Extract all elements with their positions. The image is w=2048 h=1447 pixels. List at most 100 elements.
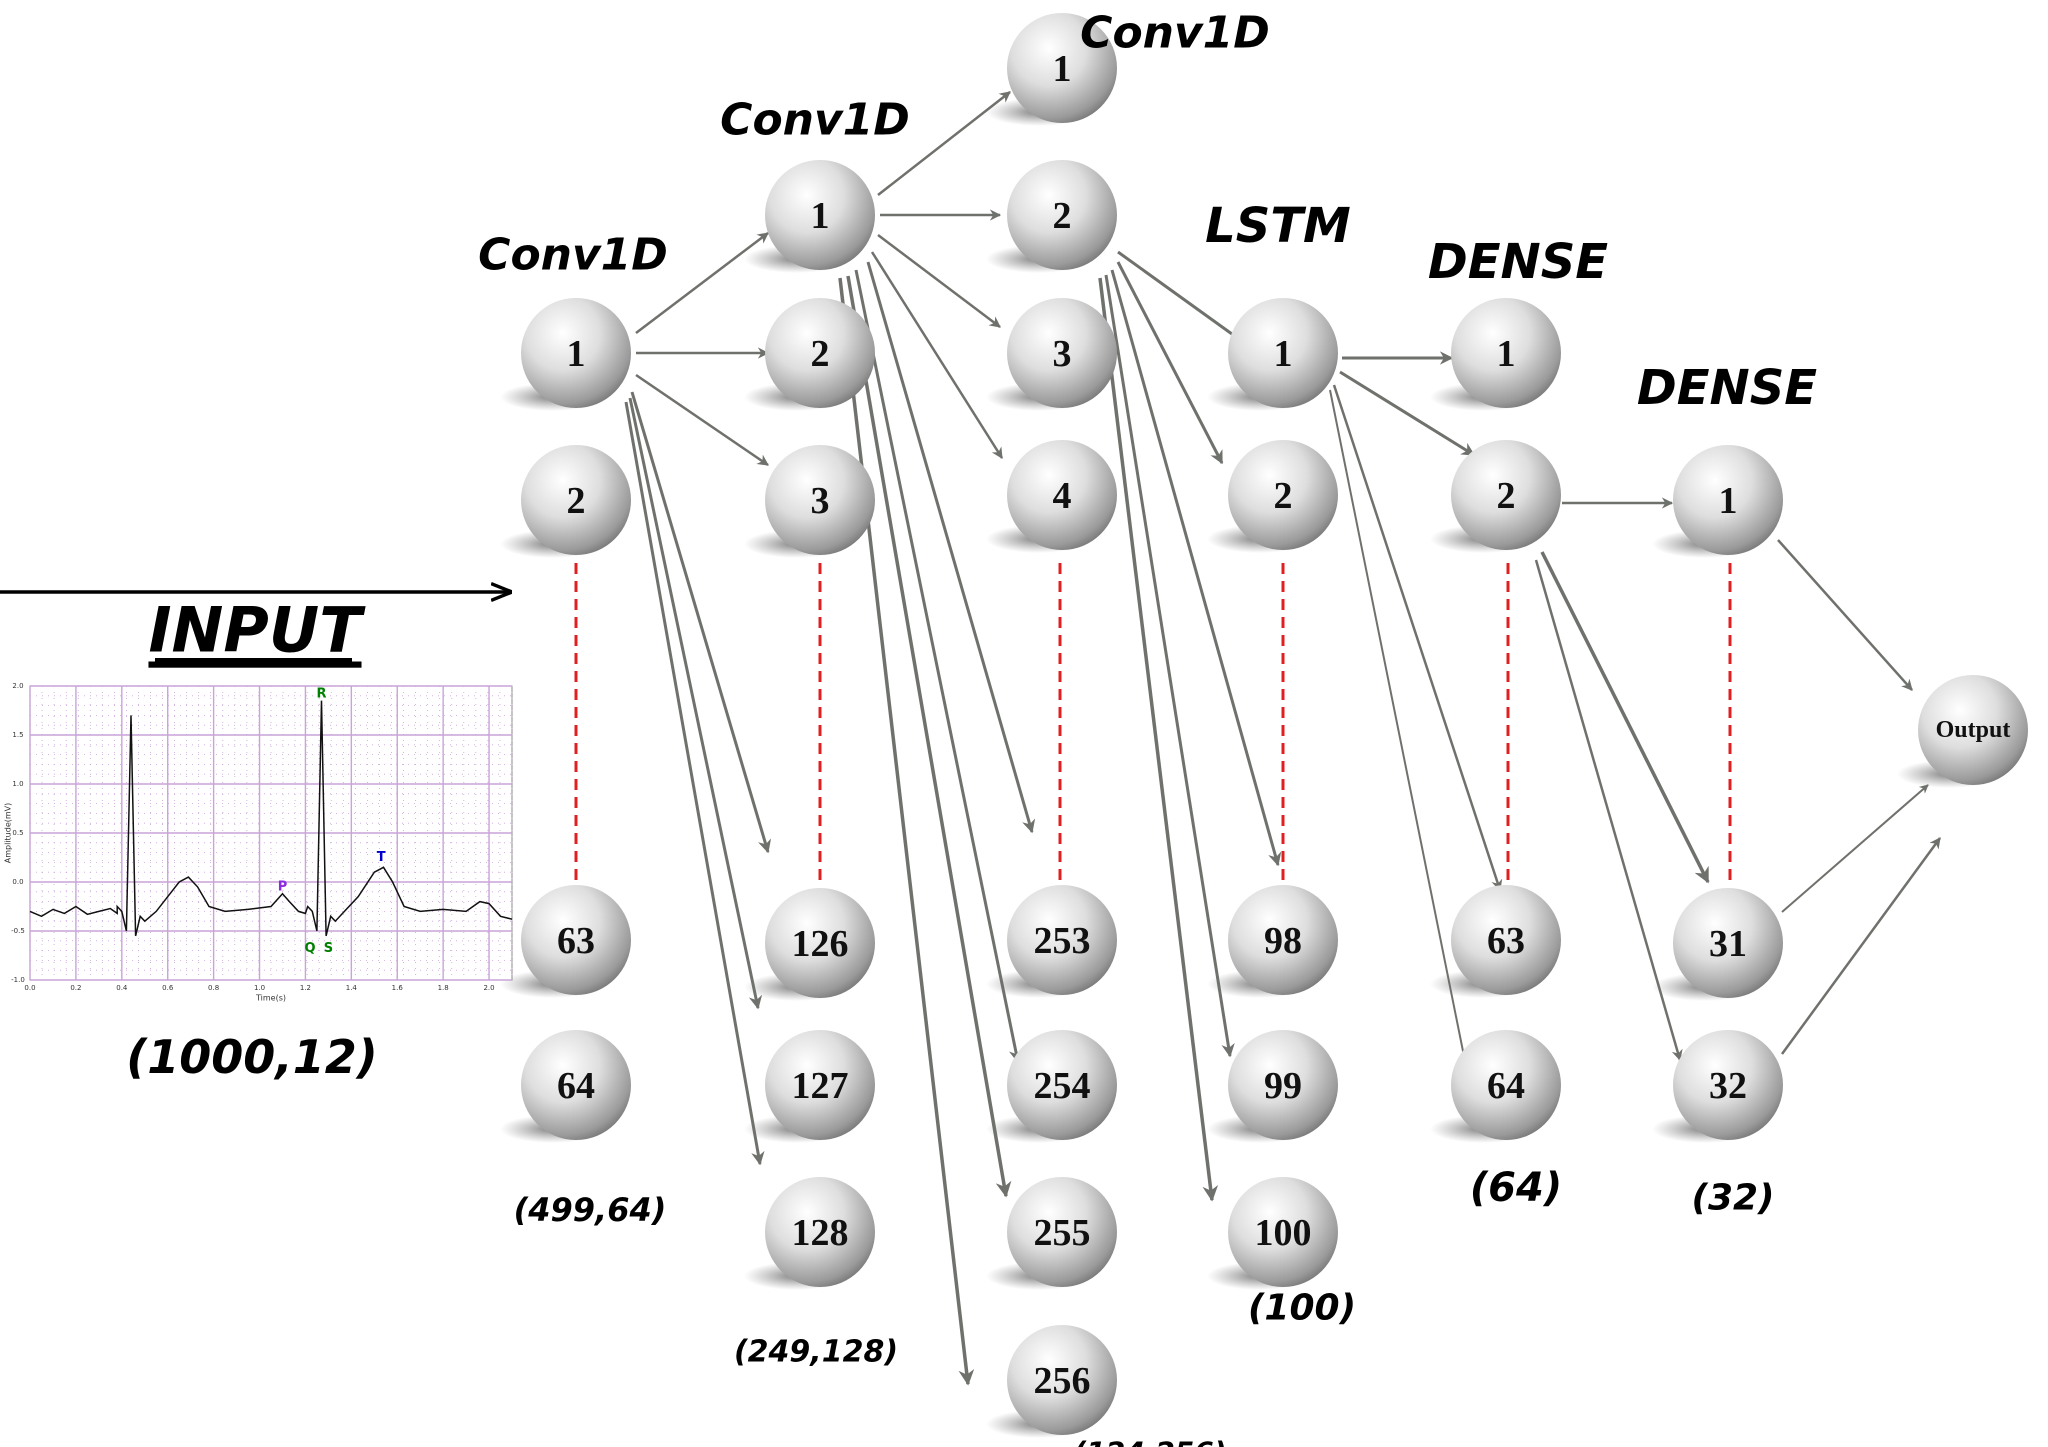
node-label: 256 [1034,1360,1091,1402]
connection-arrows [624,91,1942,1386]
neuron-conv1-top-0: 1 [500,298,631,411]
connection-arrow [877,234,1001,328]
neuron-dense2-bottom-1: 32 [1652,1030,1783,1143]
ecg-x-tick: 0.2 [70,984,81,992]
neuron-sphere [1673,888,1783,998]
node-label: 126 [792,923,849,965]
node-label: 100 [1255,1212,1312,1254]
layer-title-lstm: LSTM [1205,198,1351,254]
neuron-dense1-top-1: 2 [1430,440,1561,553]
node-label: 31 [1709,923,1747,965]
neuron-dense1-bottom-0: 63 [1430,885,1561,998]
node-label: 3 [1053,333,1072,375]
connection-arrow [846,275,1012,1198]
ecg-x-tick: 1.2 [300,984,311,992]
ecg-y-axis-label: Amplitude(mV) [4,803,13,864]
neuron-sphere [765,1030,875,1140]
neuron-sphere [1007,13,1117,123]
neuron-sphere [765,888,875,998]
node-label: 255 [1034,1212,1091,1254]
neuron-lstm-bottom-2: 100 [1207,1177,1338,1290]
neuron-dense2-top-0: 1 [1652,445,1783,558]
node-label: 1 [1719,480,1738,522]
ecg-wave-label: P [278,879,288,894]
node-label: 32 [1709,1065,1747,1107]
neuron-sphere [1228,1177,1338,1287]
node-label: 64 [1487,1065,1525,1107]
ecg-x-tick: 0.4 [116,984,128,992]
layer-shape-conv2: (249,128) [734,1335,898,1370]
neuron-nodes: 1263641231261271281234253254255256129899… [500,13,2028,1438]
input-title: INPUT [148,594,366,667]
ecg-x-tick: 1.6 [392,984,404,992]
ecg-y-tick: 0.0 [12,878,23,886]
ecg-y-tick: -1.0 [11,976,25,984]
layer-shape-conv1: (499,64) [514,1191,667,1229]
connection-arrow [1781,784,1929,913]
ecg-waveform [29,700,513,937]
node-label: 3 [811,480,830,522]
neuron-conv2-top-1: 2 [744,298,875,411]
neuron-sphere [1228,298,1338,408]
neuron-sphere [1451,298,1561,408]
layer-shape-dense2: (32) [1691,1178,1774,1219]
neuron-sphere [765,160,875,270]
connection-arrow [628,397,763,1010]
neuron-conv1-top-1: 2 [500,445,631,558]
connection-arrow [1339,370,1476,457]
neuron-sphere [1007,298,1117,408]
neuron-sphere [1228,1030,1338,1140]
neuron-sphere [521,1030,631,1140]
ecg-wave-label: S [324,941,333,956]
ecg-y-tick: 0.5 [12,829,23,837]
node-label: 1 [567,333,586,375]
ecg-x-tick: 1.8 [438,984,449,992]
neuron-conv3-bottom-1: 254 [986,1030,1117,1143]
neuron-sphere [765,298,875,408]
connection-arrow [630,391,772,854]
neuron-dense1-top-0: 1 [1430,298,1561,411]
neuron-sphere [765,1177,875,1287]
neuron-sphere [1451,440,1561,550]
layer-shape-lstm: (100) [1248,1288,1356,1329]
neuron-conv2-bottom-2: 128 [744,1177,875,1290]
neuron-conv3-top-1: 2 [986,160,1117,273]
neuron-sphere [521,885,631,995]
connection-arrow [1540,551,1710,884]
node-label: 254 [1034,1065,1091,1107]
node-label: 253 [1034,920,1091,962]
ecg-x-tick: 1.0 [254,984,265,992]
ecg-y-tick: 1.5 [12,731,23,739]
node-label: 63 [1487,920,1525,962]
connection-arrow [1534,559,1683,1062]
neuron-sphere [1007,885,1117,995]
neuron-conv2-bottom-0: 126 [744,888,875,1001]
ecg-y-tick: -0.5 [11,927,25,935]
neuron-conv3-top-2: 3 [986,298,1117,411]
node-label: 99 [1264,1065,1302,1107]
neuron-sphere [1007,440,1117,550]
neuron-lstm-bottom-0: 98 [1207,885,1338,998]
ecg-wave-label: Q [304,941,315,956]
connection-arrow [1780,837,1942,1055]
node-label: 1 [811,195,830,237]
connection-arrow [854,269,1023,1064]
neuron-conv3-top-0: 1 [986,13,1117,126]
neuron-sphere [1228,885,1338,995]
connection-arrow [1777,539,1913,691]
ecg-x-axis-label: Time(s) [255,994,286,1003]
connection-arrow [1104,274,1235,1058]
neuron-sphere [1918,675,2028,785]
node-label: 64 [557,1065,595,1107]
neuron-sphere [1007,160,1117,270]
neuron-conv3-bottom-0: 253 [986,885,1117,998]
neuron-conv3-top-3: 4 [986,440,1117,553]
connection-arrow [870,251,1004,459]
layer-title-dense1: DENSE [1428,234,1608,290]
input-panel: INPUT(1000,12)2.01.51.00.50.0-0.5-1.00.0… [0,592,513,1084]
node-label: 63 [557,920,595,962]
node-label: 2 [1274,475,1293,517]
